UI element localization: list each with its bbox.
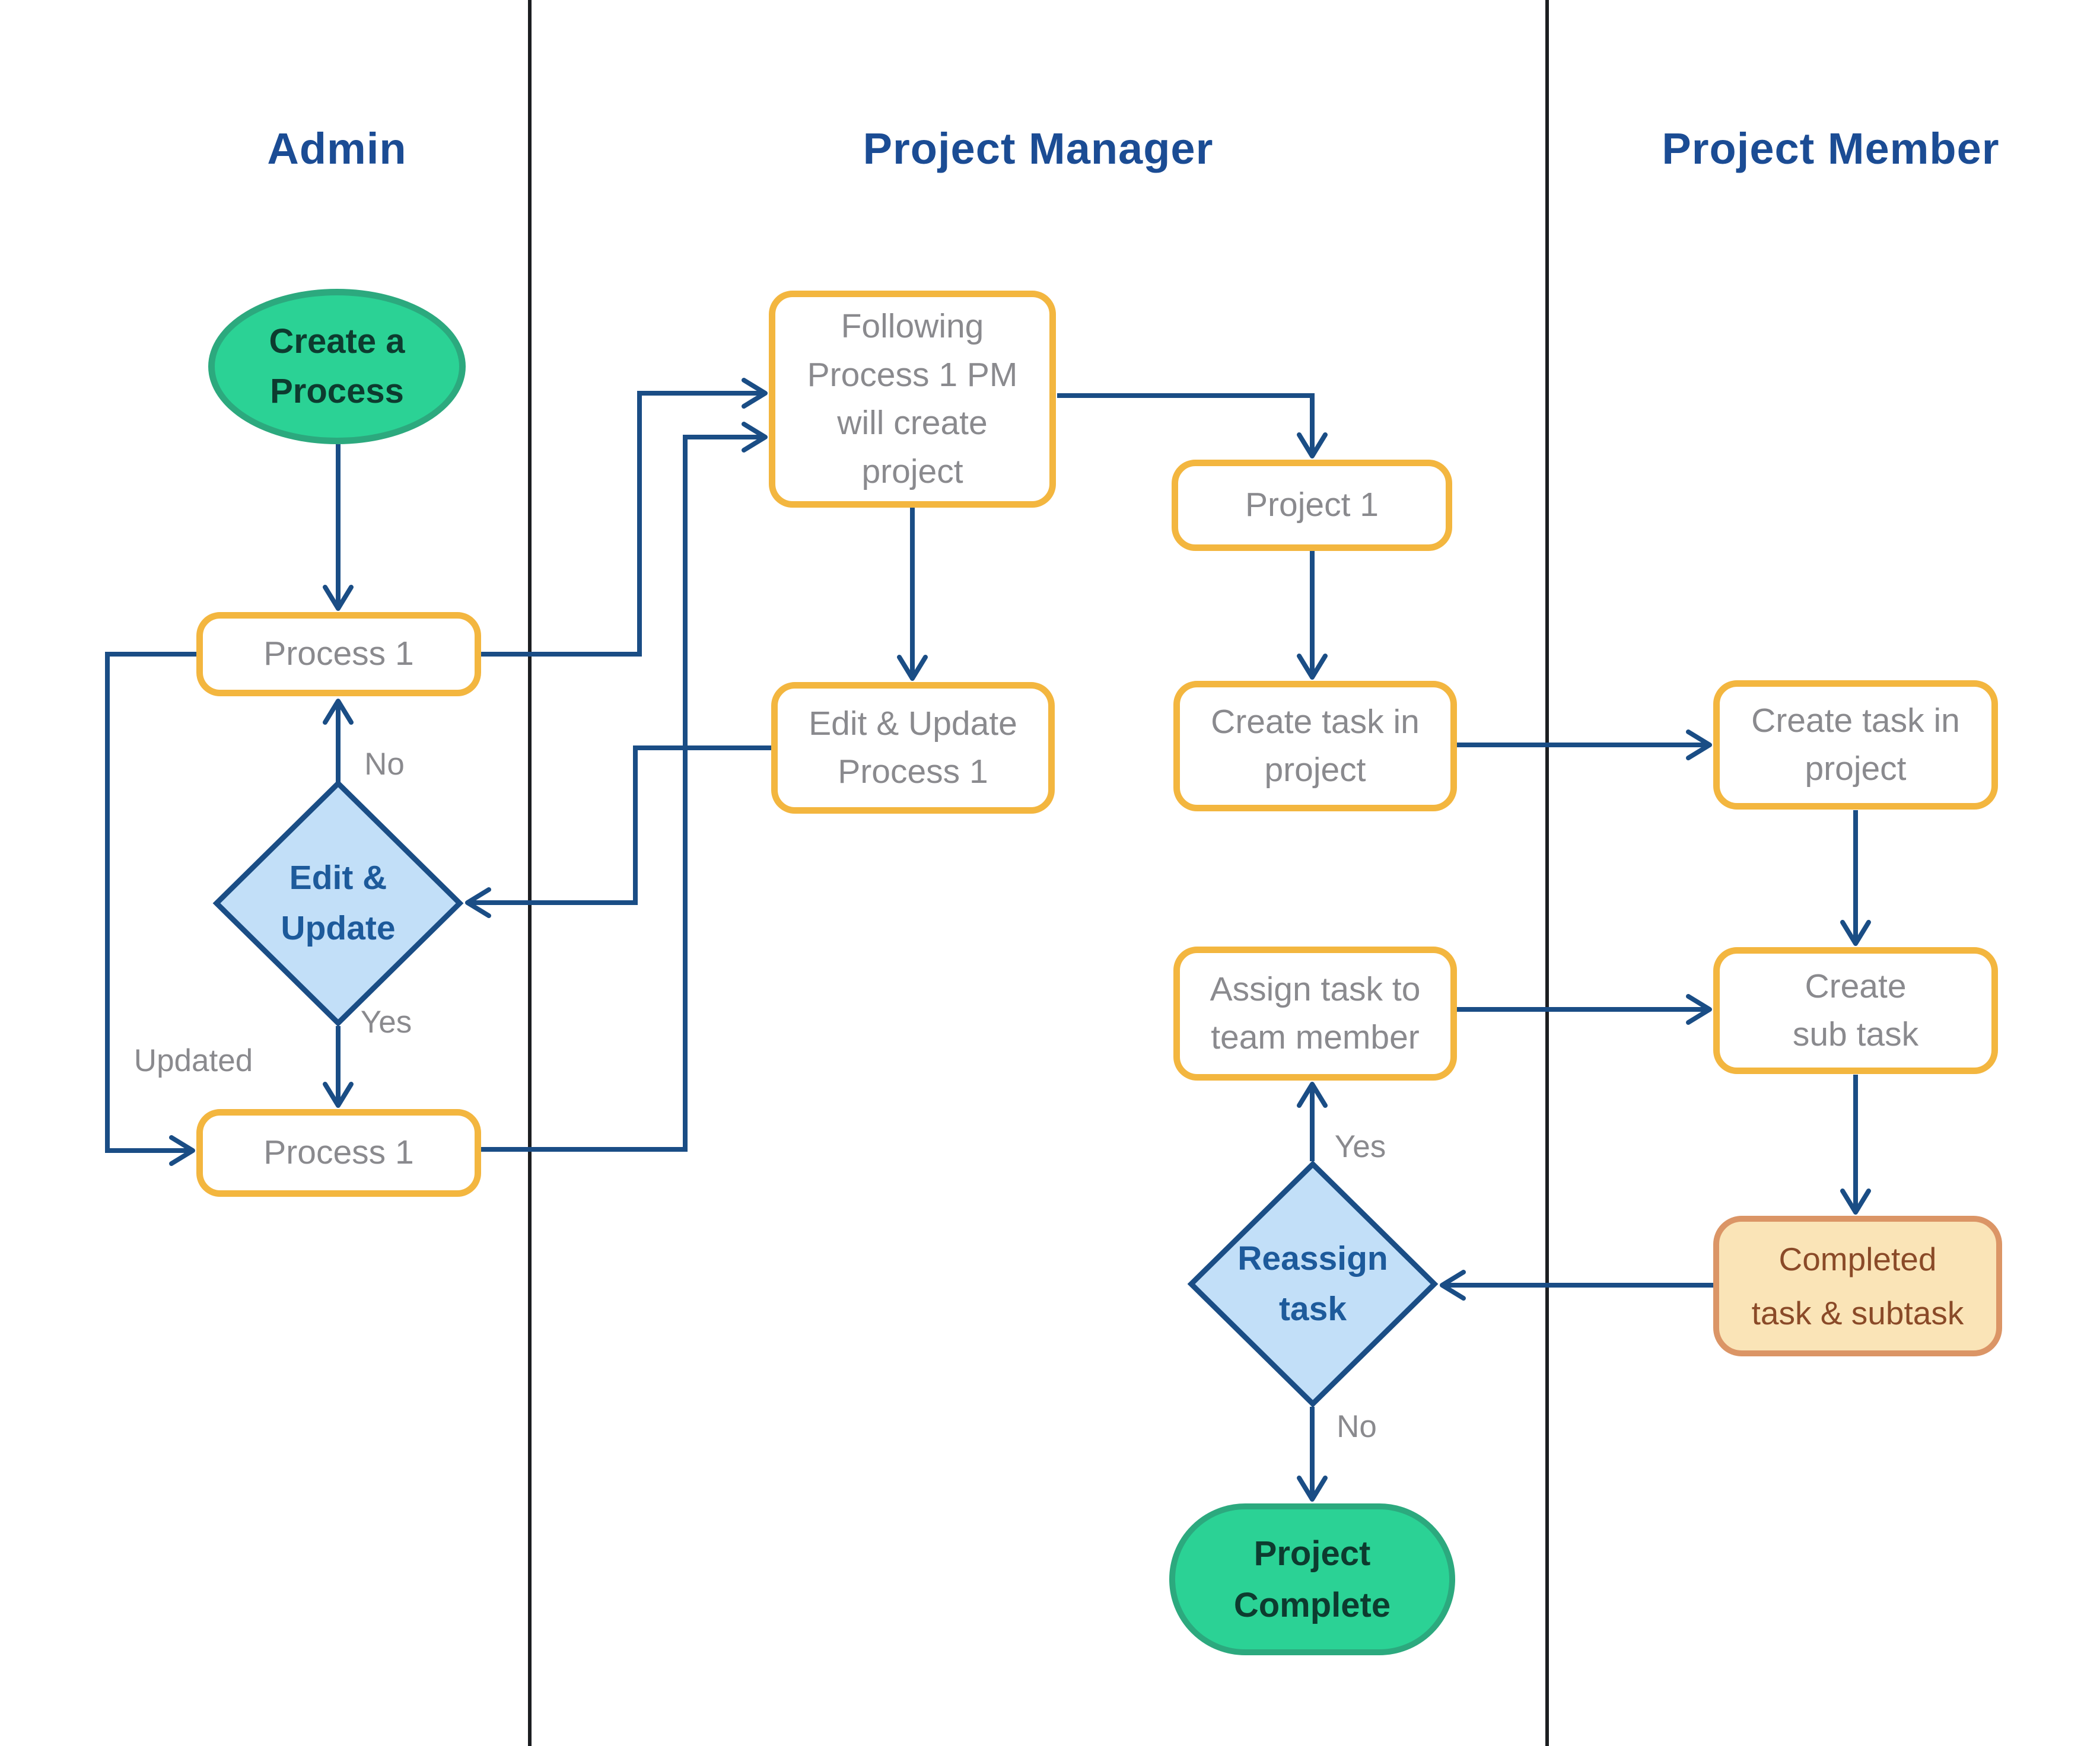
lane-header-project-manager: Project Manager: [863, 123, 1214, 173]
node-create-task-in-project-member: Create task in project: [1713, 680, 1998, 810]
edge-label-yes-reassign: Yes: [1334, 1129, 1386, 1164]
node-label: Create task in project: [1211, 702, 1420, 789]
lane-header-project-member: Project Member: [1662, 123, 2000, 173]
node-assign-task-to-team-member: Assign task to team member: [1173, 947, 1457, 1081]
node-label: Create a Process: [269, 321, 405, 410]
node-project-complete: Project Complete: [1169, 1503, 1455, 1655]
node-label: Create sub task: [1792, 967, 1919, 1054]
node-create-a-process: Create a Process: [208, 289, 466, 444]
node-label: Project Complete: [1233, 1534, 1391, 1624]
lane-header-admin: Admin: [267, 123, 407, 173]
node-process1-updated: Process 1: [196, 1109, 481, 1197]
node-completed-task-and-subtask: Completed task & subtask: [1713, 1216, 2002, 1356]
edge-label-no-reassign: No: [1337, 1409, 1377, 1444]
edge-label-updated: Updated: [133, 1043, 253, 1078]
node-label: Completed task & subtask: [1751, 1240, 1964, 1331]
node-following-process1-pm: Following Process 1 PM will create proje…: [769, 291, 1056, 508]
node-reassign-task-decision: Reassign task: [1187, 1160, 1439, 1408]
node-label: Assign task to team member: [1210, 970, 1421, 1057]
diamond-shape: [1187, 1160, 1439, 1408]
edge-process1b-to-following: [478, 422, 768, 1152]
node-project1: Project 1: [1172, 460, 1452, 551]
edge-label-yes-edit-update: Yes: [360, 1004, 412, 1040]
node-label: Project 1: [1245, 486, 1379, 524]
edge-edit-update-process1-to-decision: [465, 745, 771, 918]
node-create-sub-task: Create sub task: [1713, 947, 1998, 1074]
node-create-task-in-project-pm: Create task in project: [1173, 681, 1457, 811]
edge-updated-loop: [105, 652, 196, 1166]
node-label: Process 1: [263, 635, 414, 673]
diamond-shape: [212, 779, 464, 1027]
node-label: Following Process 1 PM will create proje…: [807, 307, 1018, 490]
edge-following-to-project1: [1057, 393, 1328, 458]
node-label: Edit & Update Process 1: [809, 704, 1017, 791]
node-edit-update-decision: Edit & Update: [212, 779, 464, 1027]
node-process1-admin: Process 1: [196, 612, 481, 696]
node-label: Edit & Update: [281, 858, 396, 948]
node-label: Reassign task: [1237, 1239, 1388, 1328]
node-label: Process 1: [263, 1133, 414, 1172]
node-label: Create task in project: [1751, 701, 1960, 788]
edge-process1-to-following: [481, 378, 768, 657]
node-edit-update-process1: Edit & Update Process 1: [771, 682, 1055, 814]
edge-label-no-edit-update: No: [364, 746, 405, 782]
